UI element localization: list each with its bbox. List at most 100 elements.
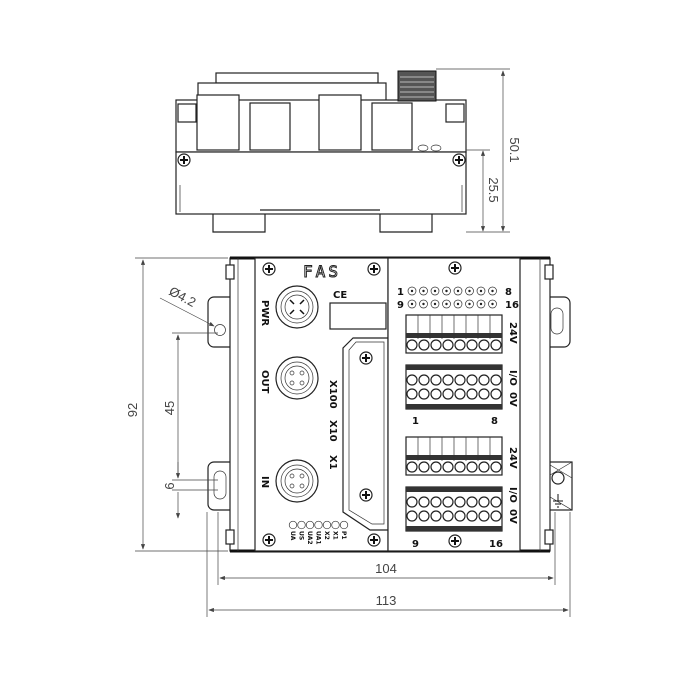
terminal-io[interactable]: [442, 496, 454, 508]
terminal-0v[interactable]: [442, 510, 454, 522]
channel-led: [465, 299, 474, 309]
status-led-label: UA1: [315, 531, 322, 545]
led-row2-end: 16: [505, 300, 519, 311]
terminal-0v[interactable]: [454, 388, 466, 400]
terminal-release[interactable]: [466, 339, 478, 351]
terminal-io[interactable]: [442, 374, 454, 386]
terminal-release[interactable]: [454, 339, 466, 351]
terminal-io[interactable]: [466, 374, 478, 386]
terminal-io[interactable]: [418, 374, 430, 386]
fas-logo: FAS: [303, 262, 341, 281]
terminal-0v[interactable]: [406, 510, 418, 522]
screw-icon: [262, 262, 276, 276]
terminal-0v[interactable]: [418, 510, 430, 522]
channel-led-center: [468, 289, 471, 293]
channel-led: [453, 299, 463, 309]
terminal-io[interactable]: [454, 374, 466, 386]
terminal-0v[interactable]: [466, 510, 478, 522]
label-x1: X1: [327, 455, 338, 470]
channel-led-center: [433, 302, 437, 306]
terminal-0v[interactable]: [490, 510, 502, 522]
channel-led-center: [445, 289, 448, 293]
terminal-release[interactable]: [418, 461, 430, 473]
top-view: 50.1 25.5: [175, 68, 522, 233]
connector-block: [371, 102, 413, 151]
status-led-label: X1: [332, 531, 339, 540]
terminal-0v[interactable]: [430, 510, 442, 522]
terminal-release[interactable]: [466, 461, 478, 473]
terminal-0v[interactable]: [454, 510, 466, 522]
port-out[interactable]: [275, 356, 319, 400]
terminal-0v[interactable]: [466, 388, 478, 400]
label-0v: 0V: [507, 509, 518, 524]
terminal-io[interactable]: [490, 496, 502, 508]
terminal-release[interactable]: [490, 461, 502, 473]
screw-icon: [359, 488, 373, 502]
label-io: I/O: [507, 370, 518, 386]
terminal-release[interactable]: [418, 339, 430, 351]
ce-mark: CE: [333, 290, 347, 301]
terminal-release[interactable]: [406, 339, 418, 351]
terminal-release[interactable]: [430, 461, 442, 473]
status-led: [288, 520, 298, 530]
terminal-release[interactable]: [454, 461, 466, 473]
terminal-release[interactable]: [478, 339, 490, 351]
channel-led-center: [456, 289, 460, 293]
terminal-release[interactable]: [406, 461, 418, 473]
terminal-release[interactable]: [430, 339, 442, 351]
label-x10: X10: [327, 420, 338, 442]
terminal-io[interactable]: [418, 496, 430, 508]
terminal-0v[interactable]: [430, 388, 442, 400]
terminal-io[interactable]: [478, 374, 490, 386]
channel-led: [430, 299, 440, 309]
terminal-io[interactable]: [490, 374, 502, 386]
status-led-label: UA2: [306, 531, 313, 545]
group1-start: 1: [412, 416, 419, 427]
channel-led-center: [433, 289, 437, 293]
status-led-label: X2: [323, 531, 330, 540]
channel-led-center: [422, 289, 425, 293]
screw-icon: [448, 261, 462, 275]
terminal-io[interactable]: [406, 374, 418, 386]
channel-led: [407, 299, 417, 309]
channel-led-center: [456, 302, 460, 306]
terminal-io[interactable]: [466, 496, 478, 508]
label-24v: 24V: [507, 447, 518, 469]
status-led: [331, 520, 340, 530]
terminal-0v[interactable]: [490, 388, 502, 400]
terminal-release[interactable]: [478, 461, 490, 473]
port-in[interactable]: [275, 459, 319, 503]
screw-icon: [452, 153, 466, 167]
terminal-release[interactable]: [490, 339, 502, 351]
label-0v: 0V: [507, 392, 518, 407]
dim-leader-hole: [159, 297, 215, 327]
channel-led-center: [479, 289, 483, 293]
port-pwr[interactable]: [275, 285, 319, 329]
terminal-io[interactable]: [406, 496, 418, 508]
terminal-io[interactable]: [454, 496, 466, 508]
terminal-io[interactable]: [430, 374, 442, 386]
terminal-0v[interactable]: [478, 388, 490, 400]
label-24v: 24V: [507, 322, 518, 344]
status-led: [322, 520, 332, 530]
terminal-io[interactable]: [478, 496, 490, 508]
channel-led: [419, 299, 428, 309]
terminal-release[interactable]: [442, 461, 454, 473]
status-led: [339, 520, 349, 530]
connector-block: [318, 94, 362, 151]
mounting-tab: [545, 296, 571, 348]
terminal-0v[interactable]: [418, 388, 430, 400]
dim-height-total: 50.1: [507, 137, 522, 162]
terminal-blocks: [405, 314, 503, 532]
terminal-0v[interactable]: [442, 388, 454, 400]
terminal-io[interactable]: [430, 496, 442, 508]
terminal-0v[interactable]: [478, 510, 490, 522]
mounting-hole: [214, 324, 226, 336]
channel-led-center: [410, 302, 414, 306]
top-plate: [215, 72, 379, 84]
mounting-slot: [550, 307, 564, 335]
terminal-release[interactable]: [442, 339, 454, 351]
terminal-0v[interactable]: [406, 388, 418, 400]
